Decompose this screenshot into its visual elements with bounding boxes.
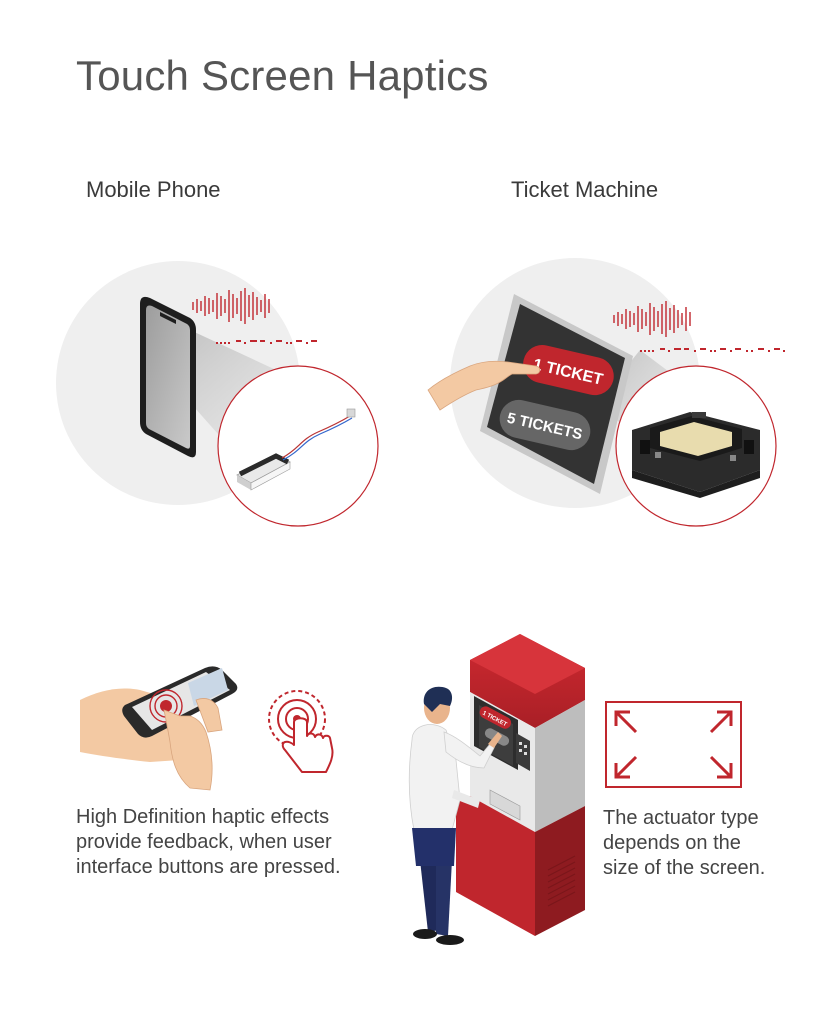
- ticket-morse-pattern-icon: [640, 348, 785, 352]
- mobile-phone-label: Mobile Phone: [86, 177, 221, 202]
- actuator-type-caption: The actuator type depends on the size of…: [603, 806, 803, 881]
- morse-pattern-icon: [216, 340, 317, 344]
- caption-line: depends on the: [603, 832, 741, 854]
- vibration-waveform-icon: [192, 288, 270, 324]
- pointing-hand-icon: [427, 360, 541, 411]
- caption-line: size of the screen.: [603, 857, 766, 879]
- hand-holding-phone-illustration: [80, 666, 238, 791]
- ticket-machine-illustration: 1 TICKET 5 TICKETS: [427, 258, 785, 527]
- person-using-kiosk: [408, 686, 502, 945]
- ticket-kiosk-illustration: 1 TICKET: [408, 634, 585, 945]
- page-title: Touch Screen Haptics: [76, 52, 489, 99]
- haptic-feedback-caption: High Definition haptic effects provide f…: [76, 805, 376, 880]
- smartphone: [140, 296, 196, 458]
- touch-ripple-icon: [268, 690, 334, 773]
- caption-line: provide feedback, when user: [76, 831, 332, 853]
- caption-line: interface buttons are pressed.: [76, 856, 341, 878]
- ticket-machine-label: Ticket Machine: [511, 177, 659, 202]
- touch-panel: 1 TICKET 5 TICKETS: [480, 294, 633, 494]
- ticket-waveform-icon: [613, 301, 691, 337]
- lra-actuator-icon: [236, 408, 356, 491]
- caption-line: The actuator type: [603, 807, 759, 829]
- caption-line: High Definition haptic effects: [76, 806, 330, 828]
- screen-size-expand-icon: [605, 701, 742, 788]
- large-actuator-icon: [632, 412, 760, 498]
- mobile-phone-illustration: [56, 261, 379, 527]
